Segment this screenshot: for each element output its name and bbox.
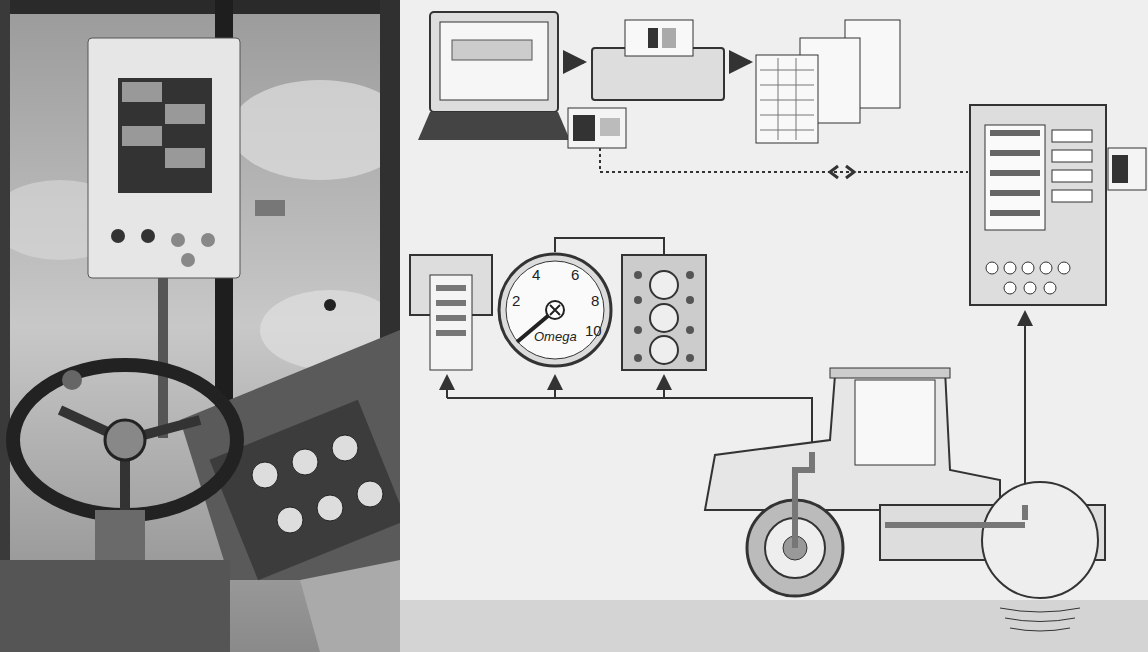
gauge-brand: Omega: [534, 329, 577, 344]
dial-number: 6: [571, 266, 579, 283]
dial-number: 8: [591, 292, 599, 309]
dial-number: 10: [585, 322, 602, 339]
dial-number: 4: [532, 266, 540, 283]
gauge-face: [497, 252, 613, 368]
dial-number: 2: [512, 292, 520, 309]
gauge-dial: Omega: [497, 252, 613, 368]
